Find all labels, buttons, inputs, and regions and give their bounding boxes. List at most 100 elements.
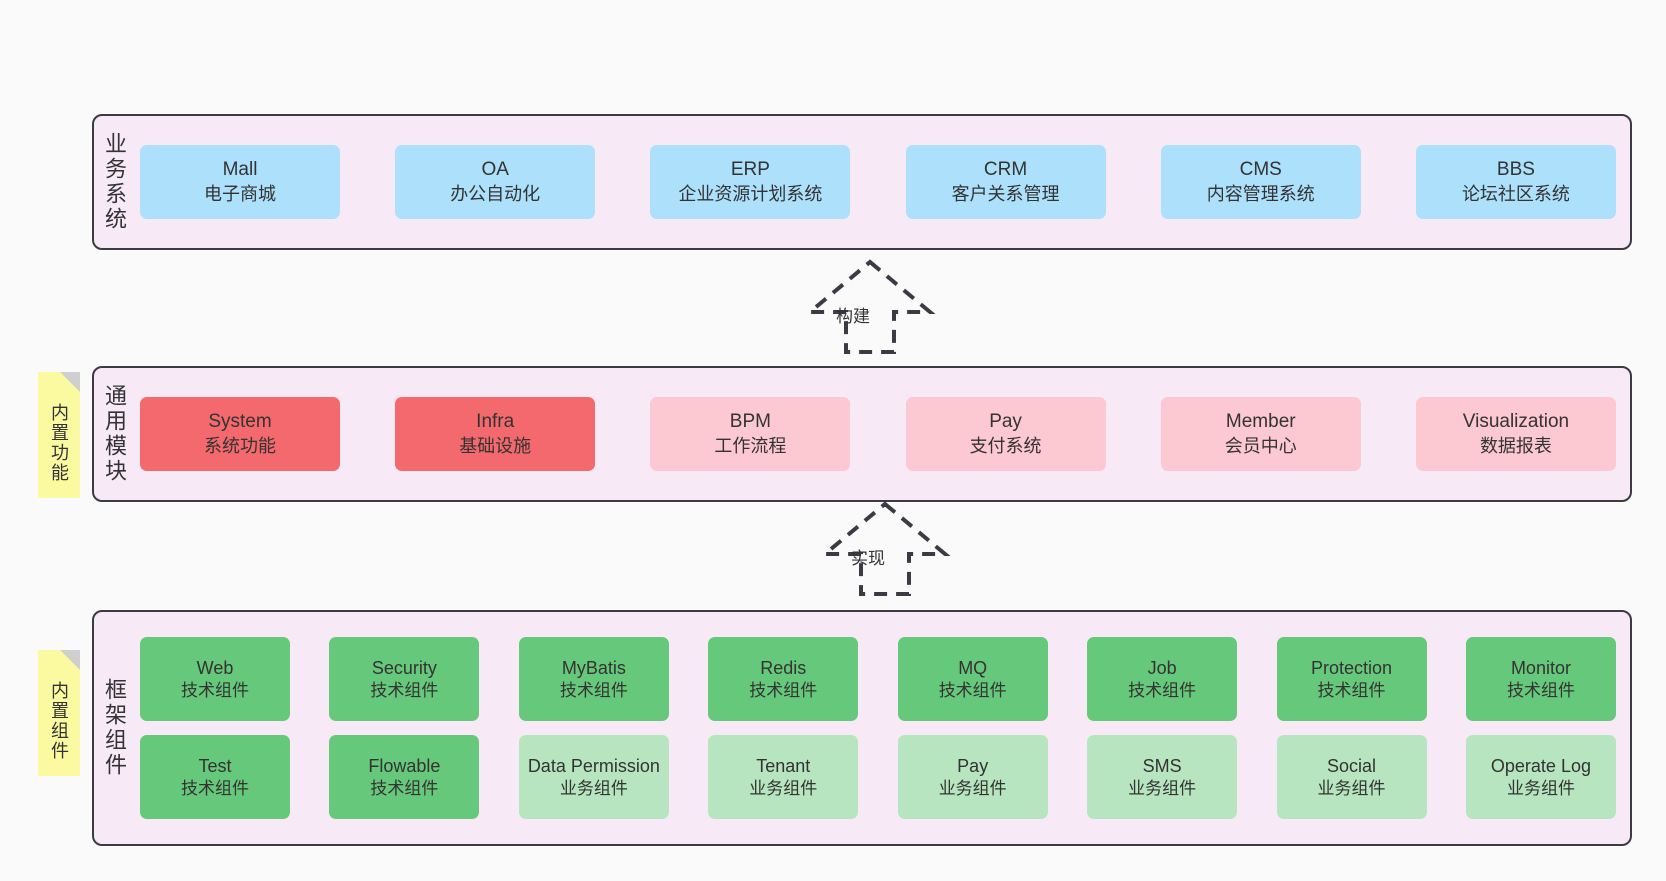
note-label: 内置组件 [49,681,69,761]
card-subtitle: 技术组件 [370,680,439,700]
card-subtitle: 会员中心 [1224,435,1297,456]
card-crm[interactable]: CRM 客户关系管理 [905,145,1106,219]
card-subtitle: 技术组件 [749,680,818,700]
card-subtitle: 办公自动化 [450,183,541,204]
layer-title-business: 业务系统 [102,132,127,232]
card-operate-log[interactable]: Operate Log 业务组件 [1465,735,1616,819]
card-title: System [208,411,272,433]
sticky-note-builtin-functions[interactable]: 内置功能 [38,372,80,498]
card-title: Infra [476,411,515,433]
card-row: Test 技术组件 Flowable 技术组件 Data Permission … [140,735,1616,819]
card-mybatis[interactable]: MyBatis 技术组件 [518,637,669,721]
card-title: Member [1225,411,1296,433]
card-subtitle: 基础设施 [459,435,532,456]
card-title: Redis [760,657,807,678]
card-title: ERP [730,159,770,181]
card-oa[interactable]: OA 办公自动化 [395,145,596,219]
card-title: Security [371,657,437,678]
card-job[interactable]: Job 技术组件 [1087,637,1238,721]
card-title: Job [1147,657,1177,678]
layer-title-framework: 框架组件 [102,678,127,778]
card-title: Visualization [1462,411,1570,433]
arrow-label-build: 构建 [836,307,870,326]
card-subtitle: 技术组件 [1506,680,1575,700]
card-subtitle: 技术组件 [1317,680,1386,700]
card-system[interactable]: System 系统功能 [140,397,340,471]
card-pay-component[interactable]: Pay 业务组件 [897,735,1048,819]
dashed-hollow-arrow-icon [819,501,951,596]
card-erp[interactable]: ERP 企业资源计划系统 [650,145,851,219]
card-pay-module[interactable]: Pay 支付系统 [905,397,1106,471]
generalization-arrow-implement: 实现 [805,500,965,598]
card-title: BBS [1496,159,1535,181]
card-infra[interactable]: Infra 基础设施 [395,397,596,471]
card-row: Mall 电子商城 OA 办公自动化 ERP 企业资源计划系统 CRM 客户关系… [140,145,1616,219]
dashed-hollow-arrow-icon [804,259,936,354]
card-security[interactable]: Security 技术组件 [329,637,480,721]
card-test[interactable]: Test 技术组件 [140,735,290,819]
card-subtitle: 技术组件 [938,680,1007,700]
card-subtitle: 系统功能 [204,435,276,456]
card-title: Mall [222,159,258,181]
card-member[interactable]: Member 会员中心 [1160,397,1361,471]
layer-common-modules: 通用模块 System 系统功能 Infra 基础设施 BPM 工作流程 Pay… [92,366,1632,502]
card-protection[interactable]: Protection 技术组件 [1276,637,1427,721]
card-visualization[interactable]: Visualization 数据报表 [1415,397,1616,471]
card-title: Pay [989,411,1022,433]
card-title: Web [196,657,234,678]
card-subtitle: 业务组件 [749,778,818,798]
card-bpm[interactable]: BPM 工作流程 [650,397,851,471]
layer-body-framework: Web 技术组件 Security 技术组件 MyBatis 技术组件 Redi… [134,612,1630,844]
card-data-permission[interactable]: Data Permission 业务组件 [518,735,669,819]
card-title: SMS [1142,755,1182,776]
note-label: 内置功能 [49,403,69,483]
card-title: BPM [729,411,771,433]
card-subtitle: 技术组件 [181,778,249,798]
note-fold-corner-icon [60,650,80,670]
card-subtitle: 论坛社区系统 [1461,183,1570,204]
card-subtitle: 技术组件 [559,680,628,700]
card-mall[interactable]: Mall 电子商城 [140,145,340,219]
card-flowable[interactable]: Flowable 技术组件 [329,735,480,819]
card-title: Tenant [756,755,811,776]
card-subtitle: 业务组件 [1317,778,1386,798]
card-subtitle: 电子商城 [204,183,276,204]
arrow-label-implement: 实现 [851,549,885,568]
layer-title-modules: 通用模块 [102,384,127,484]
card-social[interactable]: Social 业务组件 [1276,735,1427,819]
card-monitor[interactable]: Monitor 技术组件 [1465,637,1616,721]
card-tenant[interactable]: Tenant 业务组件 [708,735,859,819]
card-subtitle: 企业资源计划系统 [678,183,823,204]
card-title: CMS [1239,159,1282,181]
card-title: MyBatis [561,657,626,678]
layer-body-business: Mall 电子商城 OA 办公自动化 ERP 企业资源计划系统 CRM 客户关系… [134,116,1630,248]
card-subtitle: 技术组件 [181,680,249,700]
card-subtitle: 支付系统 [969,435,1042,456]
card-redis[interactable]: Redis 技术组件 [708,637,859,721]
card-web[interactable]: Web 技术组件 [140,637,290,721]
card-subtitle: 客户关系管理 [951,183,1060,204]
card-bbs[interactable]: BBS 论坛社区系统 [1415,145,1616,219]
sticky-note-builtin-components[interactable]: 内置组件 [38,650,80,776]
card-title: MQ [958,657,988,678]
card-title: Social [1327,755,1377,776]
generalization-arrow-build: 构建 [790,258,950,356]
card-subtitle: 数据报表 [1479,435,1552,456]
card-title: OA [481,159,509,181]
card-subtitle: 业务组件 [938,778,1007,798]
layer-business-systems: 业务系统 Mall 电子商城 OA 办公自动化 ERP 企业资源计划系统 CRM… [92,114,1632,250]
card-subtitle: 技术组件 [1128,680,1197,700]
card-sms[interactable]: SMS 业务组件 [1087,735,1238,819]
layer-framework-components: 框架组件 Web 技术组件 Security 技术组件 MyBatis 技术组件… [92,610,1632,846]
card-title: Flowable [368,755,441,776]
card-mq[interactable]: MQ 技术组件 [897,637,1048,721]
card-title: Monitor [1510,657,1571,678]
card-subtitle: 工作流程 [714,435,787,456]
card-title: Operate Log [1490,755,1591,776]
card-subtitle: 内容管理系统 [1206,183,1315,204]
card-title: Test [198,755,232,776]
card-title: Data Permission [527,755,660,776]
card-cms[interactable]: CMS 内容管理系统 [1160,145,1361,219]
card-title: Pay [957,755,989,776]
note-fold-corner-icon [60,372,80,392]
